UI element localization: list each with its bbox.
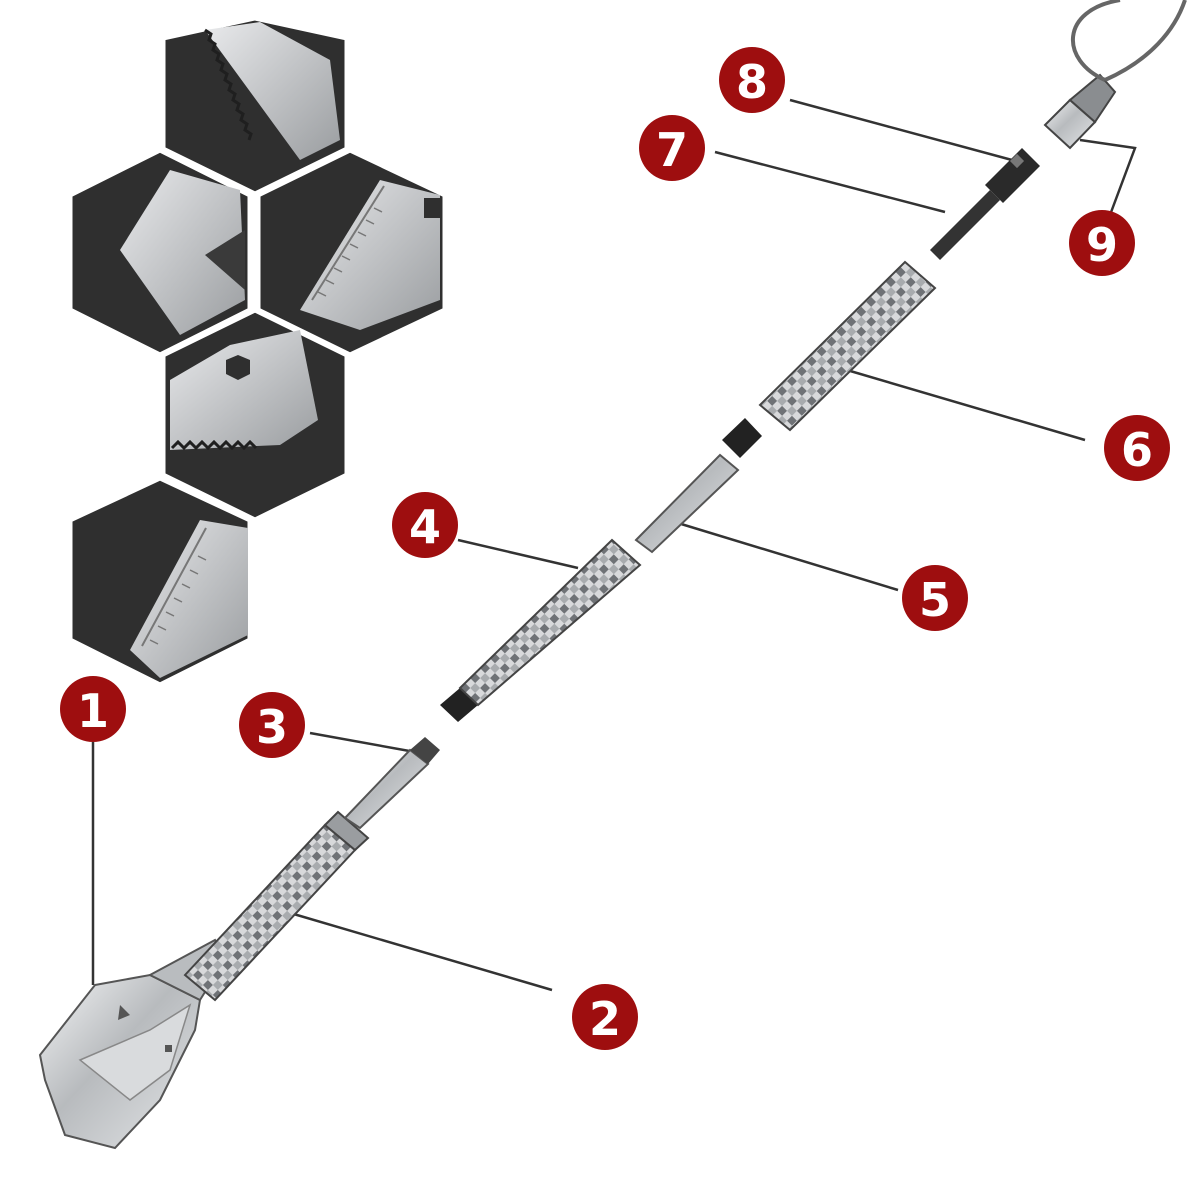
callout-number-2: 2: [589, 992, 621, 1046]
leader-line-5: [667, 518, 899, 592]
ruler-edge-icon: [130, 520, 248, 678]
detail-hexagon-saw: [160, 15, 350, 197]
callout-badges: 1 2 3 4 5 6 7 8: [60, 47, 1170, 1050]
callout-badge-2: 2: [572, 984, 638, 1050]
leader-line-2: [279, 908, 553, 992]
part-handle-upper: [758, 260, 937, 432]
part-handle-lower: [183, 810, 370, 1002]
leader-line-7: [714, 150, 946, 214]
saw-edge-icon: [205, 22, 340, 160]
callout-badge-1: 1: [60, 676, 126, 742]
callout-badge-5: 5: [902, 565, 968, 631]
detail-hexagon-shovel-edge: [67, 147, 253, 358]
cord-loop: [1070, 0, 1187, 82]
part-connector: [985, 148, 1040, 203]
hex-wrench-and-saw-icon: [170, 330, 318, 450]
detail-hexagon-hex-wrench: [160, 307, 350, 523]
detail-hexagon-ruler-edge: [67, 475, 253, 688]
part-rod: [930, 190, 1000, 260]
callout-number-5: 5: [919, 573, 951, 627]
callout-badge-3: 3: [239, 692, 305, 758]
callout-number-1: 1: [77, 684, 109, 738]
callout-badge-6: 6: [1104, 415, 1170, 481]
leader-line-3: [309, 731, 416, 754]
callout-number-8: 8: [736, 55, 768, 109]
callout-number-3: 3: [256, 700, 288, 754]
leader-line-6: [839, 366, 1086, 442]
callout-number-4: 4: [409, 500, 441, 554]
leader-line-8: [789, 98, 1013, 162]
callout-number-7: 7: [656, 123, 688, 177]
ruler-scale-icon: [300, 180, 440, 330]
detail-hexagon-cluster: [67, 15, 448, 688]
callout-badge-4: 4: [392, 492, 458, 558]
detail-hexagon-ruler: [255, 147, 448, 358]
leader-lines: [91, 98, 1137, 992]
shovel-blade-edge-icon: [120, 170, 245, 335]
part-end-cap: [1043, 0, 1187, 150]
part-handle-middle: [440, 538, 642, 722]
part-spear-point: [634, 418, 762, 554]
callout-badge-8: 8: [719, 47, 785, 113]
leader-line-9: [1079, 138, 1137, 216]
callout-badge-7: 7: [639, 115, 705, 181]
tool-exploded-view: [38, 0, 1187, 1150]
callout-badge-9: 9: [1069, 210, 1135, 276]
part-knife-blade: [343, 737, 440, 830]
callout-number-9: 9: [1086, 218, 1118, 272]
leader-line-4: [457, 538, 579, 570]
callout-number-6: 6: [1121, 423, 1153, 477]
